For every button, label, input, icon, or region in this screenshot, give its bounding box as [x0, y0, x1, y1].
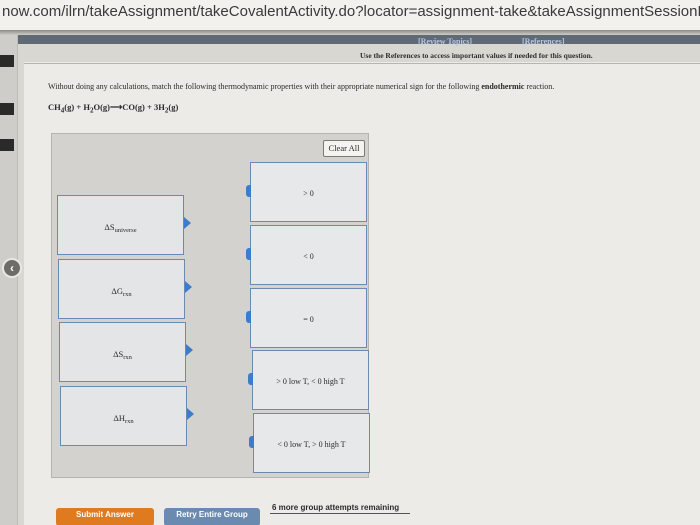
sign-label: < 0 — [303, 252, 314, 261]
review-topics-link[interactable]: [Review Topics] — [418, 37, 472, 46]
rail-marker — [0, 139, 14, 151]
references-link[interactable]: [References] — [522, 37, 565, 46]
prompt-end-text: reaction. — [526, 82, 555, 91]
property-sub: rxn — [123, 354, 132, 361]
reaction-equation: CH4(g) + H2O(g)⟶CO(g) + 3H2(g) — [48, 102, 178, 115]
eq-sub: 2 — [89, 106, 94, 115]
toolbar-strip — [18, 35, 700, 44]
rail-marker — [0, 103, 14, 115]
eq-h: H — [83, 102, 90, 112]
drop-notch-icon — [246, 311, 251, 323]
property-symbol: ΔS — [104, 222, 115, 232]
property-label: ΔSuniverse — [58, 222, 183, 234]
collapse-chevron-icon[interactable]: ‹ — [2, 258, 22, 278]
drop-notch-icon — [246, 248, 251, 260]
drag-arrow-icon — [187, 408, 194, 420]
eq-sub: 4 — [60, 106, 65, 115]
property-label: ΔSrxn — [60, 349, 185, 361]
submit-answer-button[interactable]: Submit Answer — [56, 508, 154, 525]
address-bar[interactable]: now.com/ilrn/takeAssignment/takeCovalent… — [0, 0, 700, 30]
property-tile-dh-rxn[interactable]: ΔHrxn — [60, 386, 194, 446]
eq-state: (g) — [64, 102, 75, 112]
sign-target-positive-low-t[interactable]: > 0 low T, < 0 high T — [248, 350, 369, 410]
sign-label: > 0 low T, < 0 high T — [276, 377, 345, 386]
property-symbol: ΔG — [111, 286, 123, 296]
drop-notch-icon — [248, 373, 253, 385]
property-sub: rxn — [122, 291, 132, 298]
sign-label: = 0 — [303, 315, 314, 324]
eq-ch: CH — [48, 102, 61, 112]
sign-label: < 0 low T, > 0 high T — [277, 440, 346, 449]
prompt-bold-text: endothermic — [481, 82, 525, 91]
sign-target-less-than-zero[interactable]: < 0 — [246, 225, 367, 285]
property-tile-ds-rxn[interactable]: ΔSrxn — [59, 322, 193, 382]
eq-state: O(g) — [93, 102, 111, 112]
prompt-text: Without doing any calculations, match th… — [48, 82, 480, 91]
property-sub: rxn — [124, 418, 134, 425]
eq-plus: + — [74, 102, 84, 112]
references-note: Use the References to access important v… — [360, 51, 593, 60]
eq-sub: 2 — [164, 106, 169, 115]
property-sub: universe — [114, 227, 137, 234]
clear-all-button[interactable]: Clear All — [323, 140, 365, 157]
rail-marker — [0, 55, 14, 67]
eq-state: (g) — [168, 102, 179, 112]
property-symbol: ΔH — [113, 413, 125, 423]
address-bar-shadow — [0, 30, 700, 35]
drag-arrow-icon — [186, 344, 193, 356]
property-label: ΔGrxn — [59, 286, 184, 298]
retry-group-button[interactable]: Retry Entire Group — [164, 508, 260, 525]
review-links: [Review Topics] [References] — [418, 37, 565, 49]
sign-target-equal-zero[interactable]: = 0 — [246, 288, 367, 348]
attempts-remaining: 6 more group attempts remaining — [272, 503, 400, 512]
property-symbol: ΔS — [113, 349, 124, 359]
drag-arrow-icon — [184, 217, 191, 229]
divider — [24, 63, 700, 64]
reaction-arrow-icon: ⟶ — [110, 102, 123, 112]
drop-notch-icon — [246, 185, 251, 197]
property-label: ΔHrxn — [61, 413, 186, 425]
drop-notch-icon — [249, 436, 254, 448]
question-prompt: Without doing any calculations, match th… — [48, 82, 688, 91]
left-rail — [0, 35, 18, 525]
property-tile-dg-rxn[interactable]: ΔGrxn — [58, 259, 192, 319]
sign-target-negative-low-t[interactable]: < 0 low T, > 0 high T — [249, 413, 370, 473]
drag-arrow-icon — [185, 281, 192, 293]
sign-target-greater-than-zero[interactable]: > 0 — [246, 162, 367, 222]
sign-label: > 0 — [303, 189, 314, 198]
eq-co: CO(g) — [122, 102, 145, 112]
attempts-underline — [270, 513, 410, 514]
property-tile-ds-universe[interactable]: ΔSuniverse — [57, 195, 191, 255]
eq-plus: + 3H — [144, 102, 165, 112]
